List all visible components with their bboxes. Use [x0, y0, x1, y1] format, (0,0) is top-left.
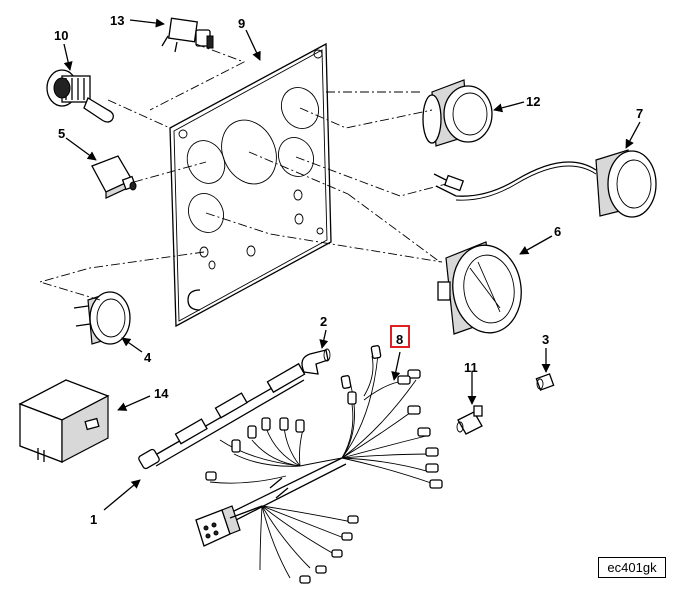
part-10-ignition-switch [46, 69, 114, 123]
callout-13: 13 [110, 13, 124, 28]
callout-3: 3 [542, 332, 549, 347]
highlighted-callout-box [390, 325, 410, 348]
callout-7: 7 [636, 106, 643, 121]
part-12-gauge [422, 79, 493, 147]
callout-6: 6 [554, 224, 561, 239]
callout-4: 4 [144, 350, 152, 365]
part-4-gauge [73, 291, 131, 345]
figure-id-label: ec401gk [598, 557, 666, 578]
callout-1: 1 [90, 512, 97, 527]
callout-5: 5 [58, 126, 65, 141]
part-13-connector [161, 17, 214, 53]
callout-2: 2 [320, 314, 327, 329]
instrument-panel [169, 42, 332, 328]
part-11-tee-fitting [456, 405, 483, 435]
part-5-switch [91, 155, 137, 199]
callout-8: 8 [396, 332, 403, 347]
callout-9: 9 [238, 16, 245, 31]
part-14-module [18, 379, 110, 463]
part-1-wiring-harness [138, 345, 443, 584]
callout-14: 14 [154, 386, 169, 401]
callout-10: 10 [54, 28, 68, 43]
assembly-guide-lines [38, 43, 447, 301]
part-2-elbow-fitting [301, 348, 331, 375]
part-7-temperature-gauge [433, 149, 657, 218]
part-3-fitting [535, 373, 555, 391]
callout-11: 11 [464, 360, 478, 375]
callout-12: 12 [526, 94, 540, 109]
leader-arrows [63, 18, 641, 511]
part-6-tachometer [437, 241, 522, 335]
callout-labels: 13 10 9 5 12 7 6 4 2 8 3 11 14 1 [54, 13, 643, 527]
